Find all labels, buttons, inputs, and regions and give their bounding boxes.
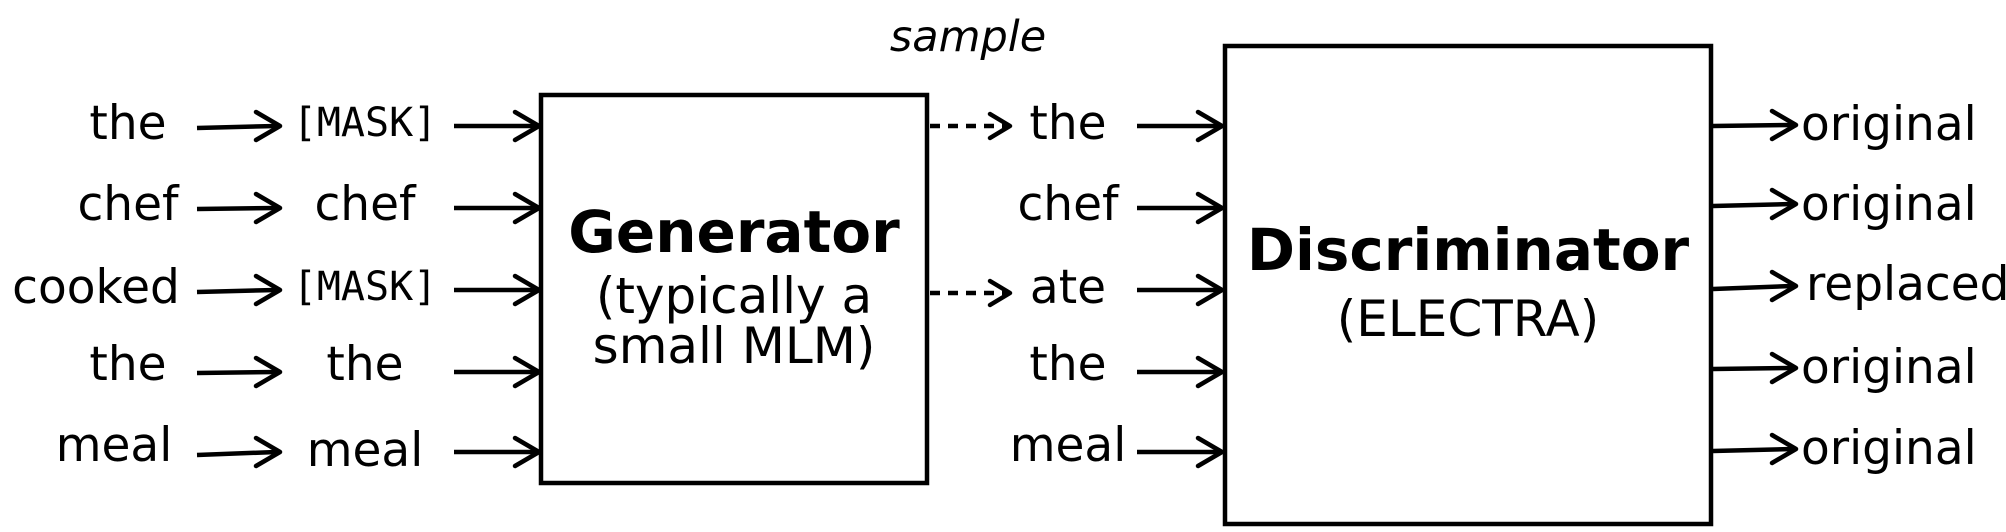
arrow xyxy=(454,435,542,469)
arrow xyxy=(454,191,542,225)
arrow xyxy=(1137,109,1225,143)
generator-input-arrows xyxy=(454,109,542,469)
dashed-arrow xyxy=(930,278,1013,308)
sampling-arrows xyxy=(930,111,1013,308)
output-arrows xyxy=(1712,108,1799,466)
masking-arrows xyxy=(196,109,283,469)
generator-box: Generator (typically a small MLM) xyxy=(538,92,930,486)
input-tokens: the chef cooked the meal xyxy=(12,96,180,473)
generator-subtitle: (typically a xyxy=(596,267,872,325)
discriminator-input-arrows xyxy=(1137,109,1225,469)
arrow xyxy=(454,273,542,307)
sampled-token: the xyxy=(1029,96,1106,151)
output-label: original xyxy=(1801,421,1977,476)
output-label: original xyxy=(1801,97,1977,152)
output-label: replaced xyxy=(1806,257,2006,312)
discriminator-box: Discriminator (ELECTRA) xyxy=(1222,43,1714,527)
dashed-arrow xyxy=(930,111,1013,141)
arrow xyxy=(1137,191,1225,225)
arrow xyxy=(196,273,283,307)
input-token: the xyxy=(89,337,166,392)
arrow xyxy=(1137,435,1225,469)
arrow xyxy=(1712,187,1799,221)
arrow xyxy=(1137,355,1225,389)
input-token: the xyxy=(89,96,166,151)
sampled-tokens: the chef ate the meal xyxy=(1010,96,1127,473)
arrow xyxy=(1712,108,1799,142)
arrow xyxy=(454,355,542,389)
input-token: meal xyxy=(56,418,173,473)
masked-token: meal xyxy=(307,423,424,478)
discriminator-subtitle: (ELECTRA) xyxy=(1337,290,1599,348)
output-label: original xyxy=(1801,177,1977,232)
sampled-token: meal xyxy=(1010,418,1127,473)
masked-token: [MASK] xyxy=(293,264,438,310)
sampled-token: the xyxy=(1029,337,1106,392)
arrow xyxy=(1712,269,1799,303)
sample-label: sample xyxy=(890,12,1046,62)
input-token: chef xyxy=(77,177,180,232)
masked-token: the xyxy=(326,337,403,392)
arrow xyxy=(1712,351,1799,385)
masked-token: chef xyxy=(314,177,417,232)
generator-title: Generator xyxy=(568,198,900,266)
masked-tokens: [MASK] chef [MASK] the meal xyxy=(293,100,438,478)
output-labels: original original replaced original orig… xyxy=(1801,97,2006,476)
arrow xyxy=(196,109,283,143)
arrow xyxy=(196,355,283,389)
arrow xyxy=(196,191,283,225)
arrow xyxy=(454,109,542,143)
generator-subtitle: small MLM) xyxy=(593,317,876,375)
arrow xyxy=(1137,273,1225,307)
masked-token: [MASK] xyxy=(293,100,438,146)
sampled-token: chef xyxy=(1017,177,1120,232)
arrow xyxy=(196,435,283,469)
input-token: cooked xyxy=(12,260,180,315)
sampled-token: ate xyxy=(1030,260,1106,315)
discriminator-title: Discriminator xyxy=(1247,216,1690,284)
arrow xyxy=(1712,432,1799,466)
output-label: original xyxy=(1801,340,1977,395)
